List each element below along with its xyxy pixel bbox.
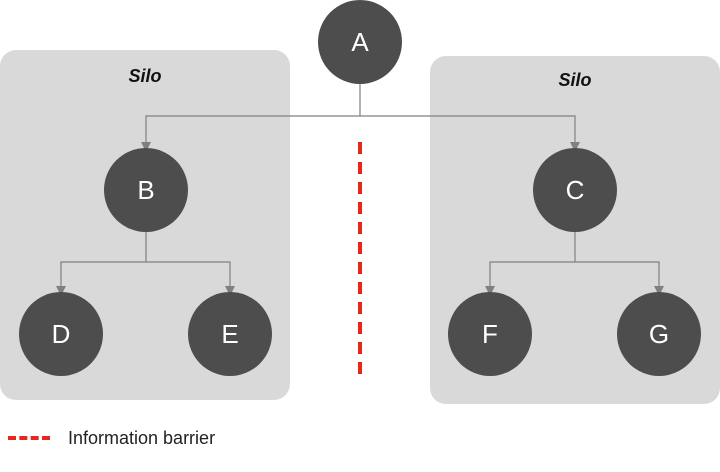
connector-a-to-b xyxy=(141,84,361,152)
node-d: D xyxy=(19,292,103,376)
connector-b-to-e xyxy=(146,261,235,296)
connector-c-to-g xyxy=(575,261,664,296)
legend: Information barrier xyxy=(8,426,215,450)
node-a: A xyxy=(318,0,402,84)
silo-right-label: Silo xyxy=(558,70,592,90)
silo-left-label: Silo xyxy=(128,66,162,86)
connector-a-to-c xyxy=(360,115,580,152)
node-e: E xyxy=(188,292,272,376)
node-f: F xyxy=(448,292,532,376)
connector-b-to-d xyxy=(56,232,147,296)
barrier-legend-swatch xyxy=(8,436,50,440)
node-g: G xyxy=(617,292,701,376)
connector-c-to-f xyxy=(485,232,576,296)
barrier-legend-label: Information barrier xyxy=(68,427,216,448)
node-b: B xyxy=(104,148,188,232)
node-c: C xyxy=(533,148,617,232)
